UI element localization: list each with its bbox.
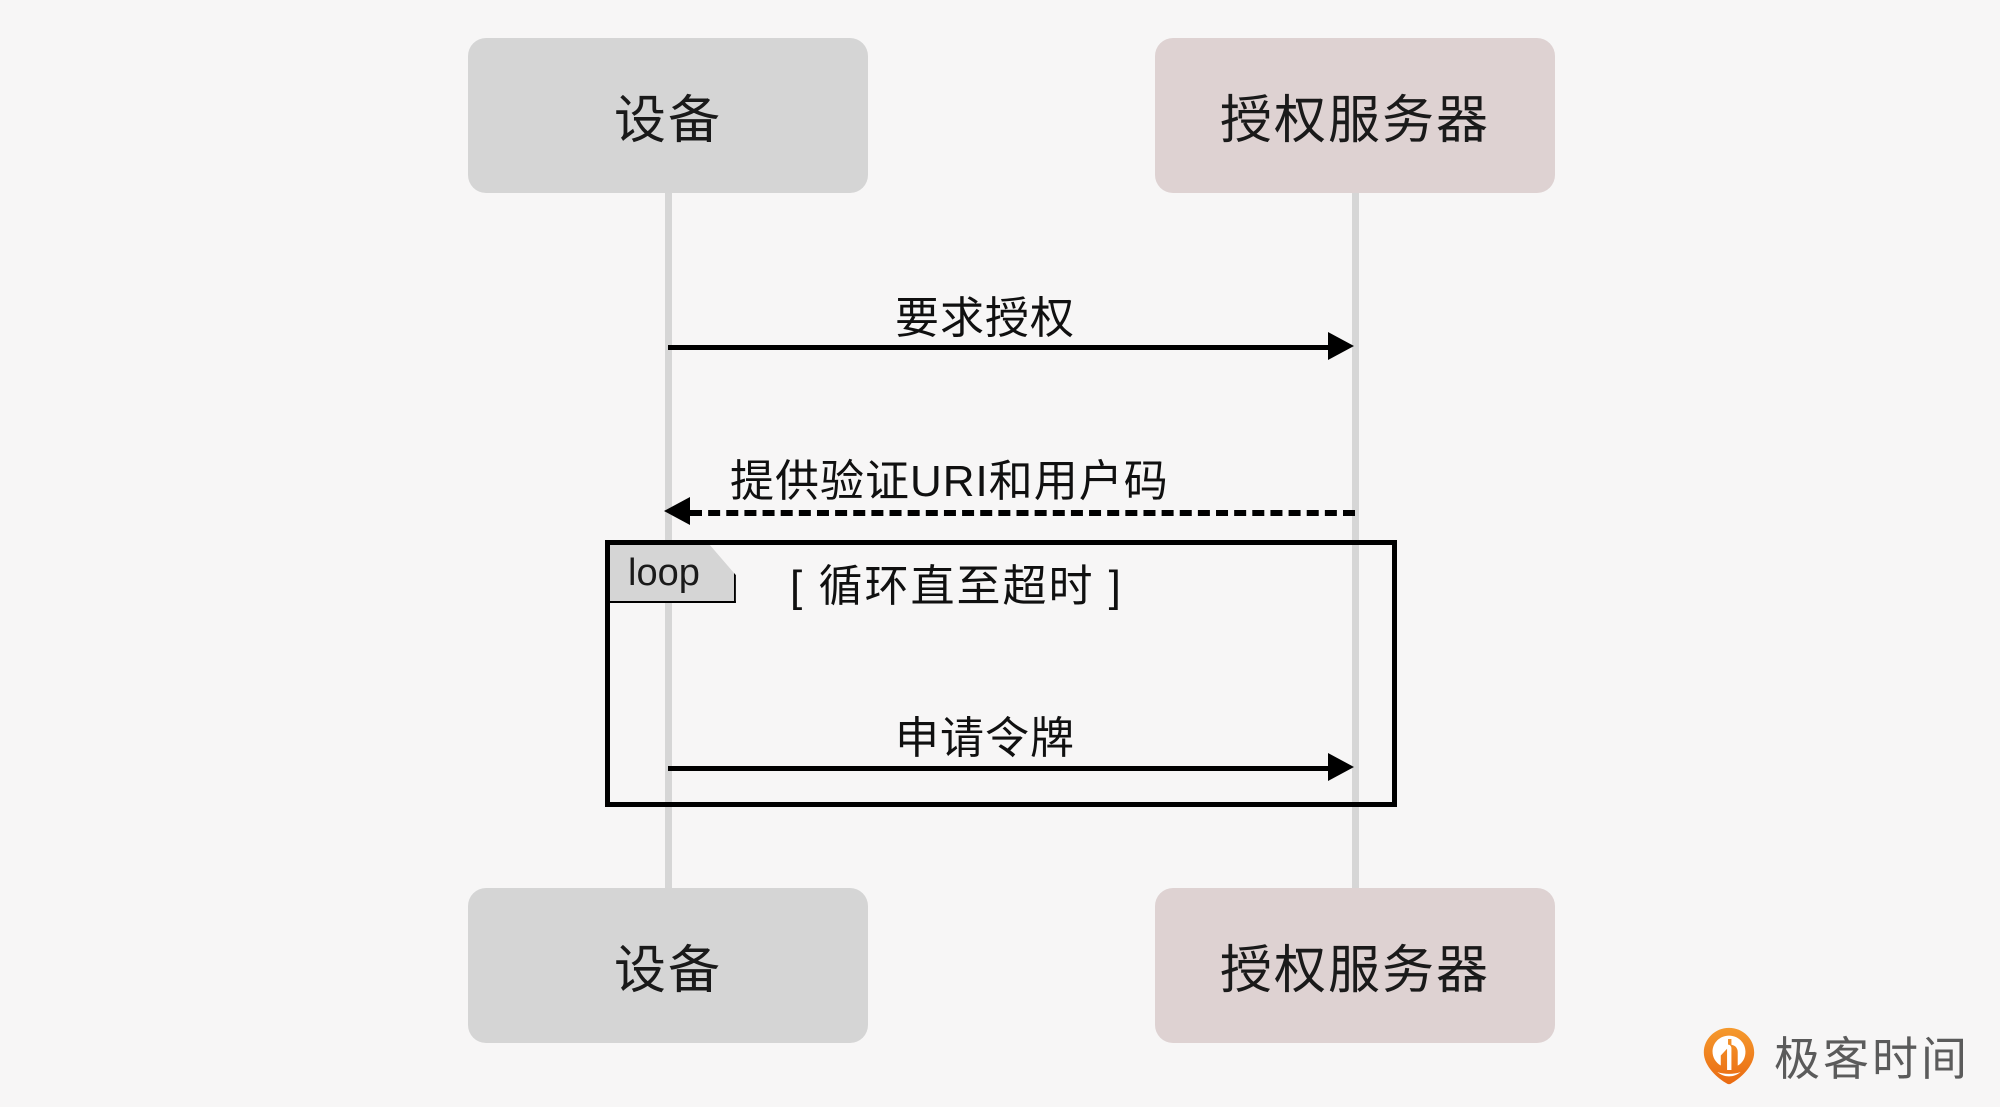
message-label-request-authorization: 要求授权 — [895, 294, 1075, 343]
message-arrow-line-3 — [668, 766, 1328, 771]
fragment-loop-box — [605, 540, 1397, 807]
watermark-text: 极客时间 — [1774, 1032, 1970, 1086]
message-label-request-token: 申请令牌 — [895, 714, 1075, 763]
arrow-head-left-icon-2 — [664, 497, 690, 525]
arrow-head-right-icon-3 — [1328, 753, 1354, 781]
participant-server-top[interactable]: 授权服务器 — [1155, 38, 1555, 193]
message-label-provide-verification-uri: 提供验证URI和用户码 — [730, 457, 1169, 506]
fragment-operator-tab: loop — [610, 545, 736, 603]
participant-device-top[interactable]: 设备 — [468, 38, 868, 193]
fragment-operator-label: loop — [628, 552, 700, 594]
arrow-head-right-icon-1 — [1328, 332, 1354, 360]
fragment-condition-label: [ 循环直至超时 ] — [790, 562, 1123, 611]
message-arrow-line-2 — [690, 510, 1355, 516]
geektime-pin-icon — [1703, 1027, 1755, 1085]
participant-device-bottom[interactable]: 设备 — [468, 888, 868, 1043]
watermark: 极客时间 — [1698, 1023, 1970, 1089]
participant-server-bottom[interactable]: 授权服务器 — [1155, 888, 1555, 1043]
message-arrow-line-1 — [668, 345, 1328, 350]
